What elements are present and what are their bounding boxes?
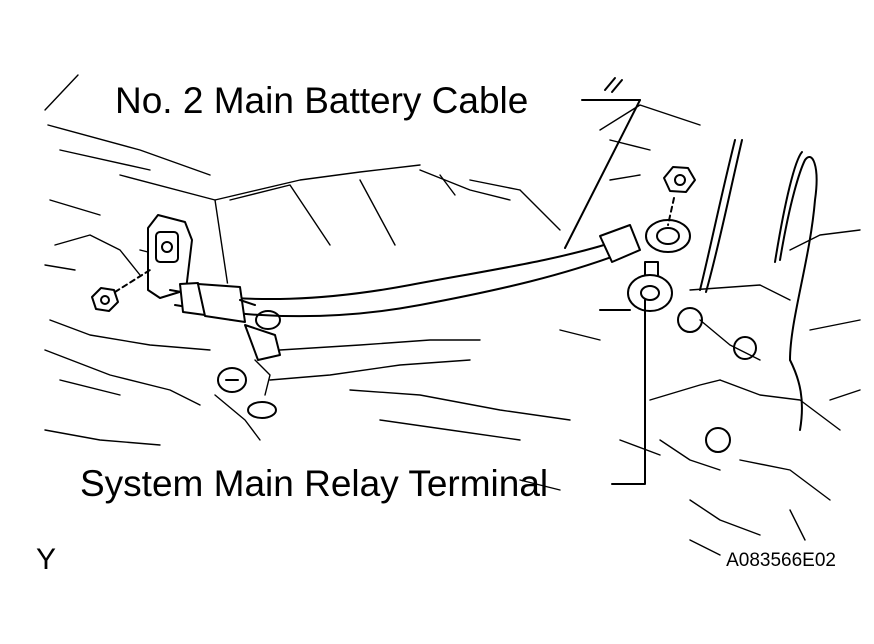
left-bracket [147,214,193,299]
relay-terminal [599,261,757,453]
relay-callout-label: System Main Relay Terminal [80,463,548,504]
battery-cable [169,219,691,323]
cable-callout-label: No. 2 Main Battery Cable [115,80,528,121]
relay-leader [611,299,646,485]
wire-harness [699,139,818,431]
lower-fixture [217,310,281,419]
engine-bay-background [44,74,861,556]
right-upper-nut [663,166,696,226]
left-nut [91,269,151,312]
corner-mark: Y [36,543,56,576]
cable-leader [564,77,641,249]
figure-id: A083566E02 [726,550,836,571]
